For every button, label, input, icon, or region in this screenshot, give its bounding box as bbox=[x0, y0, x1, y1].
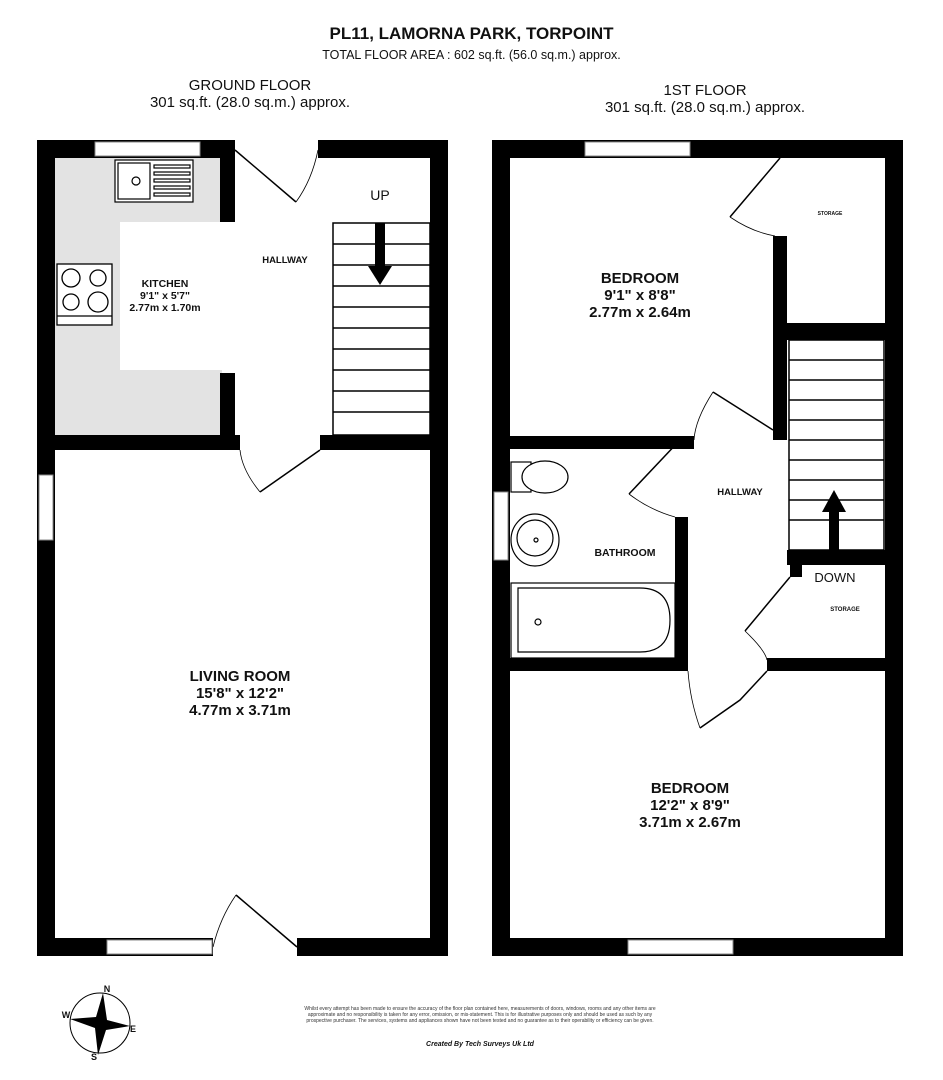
ground-stairs bbox=[332, 222, 431, 436]
ground-floor-doors bbox=[212, 149, 321, 948]
hob-icon bbox=[56, 263, 113, 326]
compass-w: W bbox=[61, 1010, 71, 1020]
compass-e: E bbox=[129, 1024, 136, 1034]
storage1-label: STORAGE bbox=[817, 211, 843, 217]
ground-hallway-label: HALLWAY bbox=[262, 255, 308, 266]
first-floor-windows bbox=[493, 141, 734, 955]
compass-icon bbox=[69, 992, 131, 1055]
compass-n: N bbox=[103, 984, 111, 994]
first-floor-walls bbox=[492, 140, 903, 956]
disclaimer: Whilst every attempt has been made to en… bbox=[304, 1006, 656, 1024]
stairs-up-label: UP bbox=[370, 187, 390, 203]
property-title: PL11, LAMORNA PARK, TORPOINT bbox=[329, 24, 614, 43]
stairs-arrow-up-icon bbox=[822, 490, 846, 550]
toilet-icon bbox=[510, 460, 569, 494]
basin-icon bbox=[510, 513, 560, 567]
kitchen-sink-icon bbox=[114, 159, 194, 203]
credit: Created By Tech Surveys Uk Ltd bbox=[426, 1041, 534, 1048]
first-floor-plan bbox=[492, 140, 903, 956]
stairs-down-label: DOWN bbox=[814, 570, 856, 585]
total-floor-area: TOTAL FLOOR AREA : 602 sq.ft. (56.0 sq.m… bbox=[322, 48, 621, 62]
first-floor-doors bbox=[628, 157, 791, 729]
storage2-label: STORAGE bbox=[830, 607, 860, 613]
ground-floor-plan bbox=[37, 140, 448, 956]
bath-icon bbox=[510, 582, 676, 659]
first-hallway-label: HALLWAY bbox=[717, 487, 763, 498]
stairs-arrow-down-icon bbox=[368, 223, 392, 285]
ground-floor-windows bbox=[38, 141, 213, 955]
bathroom-label: BATHROOM bbox=[594, 547, 656, 559]
first-stairs bbox=[788, 339, 885, 551]
compass-s: S bbox=[90, 1052, 97, 1062]
